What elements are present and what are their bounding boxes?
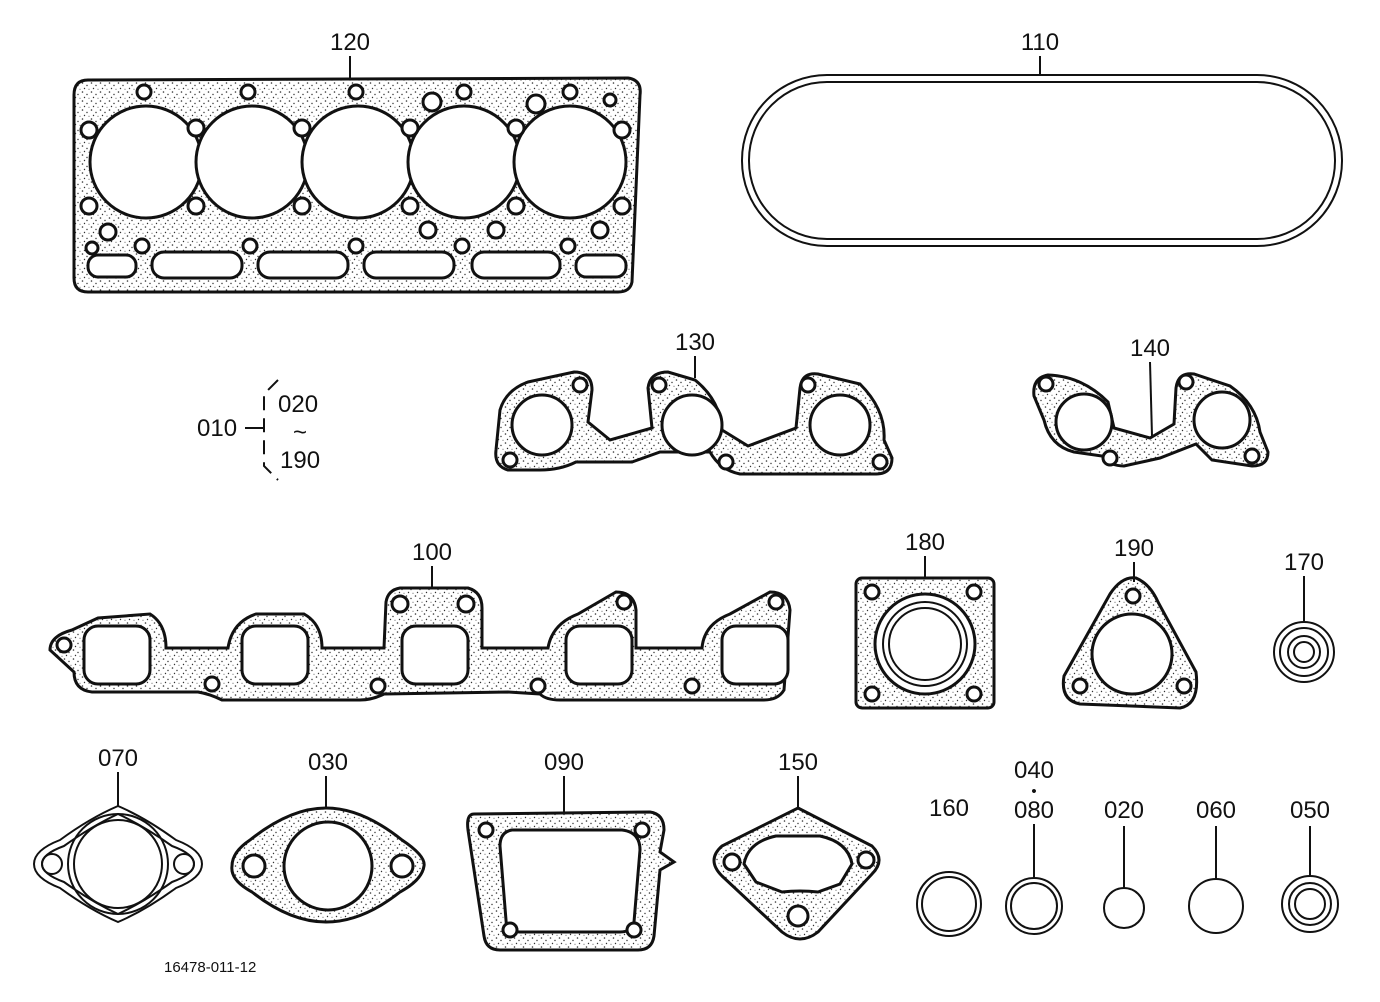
o-ring-160[interactable]	[916, 871, 982, 937]
label-040: 040	[1014, 757, 1054, 784]
label-090: 090	[544, 749, 584, 776]
label-separator-dot: •	[1031, 783, 1036, 800]
label-190-range-end: 190	[280, 447, 320, 474]
manifold-gasket-140[interactable]	[1032, 372, 1270, 468]
square-gasket-180[interactable]	[854, 576, 996, 710]
drawing-number: 16478-011-12	[164, 959, 256, 976]
label-120: 120	[330, 29, 370, 56]
label-050: 050	[1290, 797, 1330, 824]
label-140: 140	[1130, 335, 1170, 362]
label-010: 010	[197, 415, 237, 442]
label-020: 020	[1104, 797, 1144, 824]
o-ring-040-080[interactable]	[1005, 877, 1063, 935]
label-110: 110	[1021, 29, 1059, 56]
thermostat-gasket-070[interactable]	[32, 804, 204, 924]
label-180: 180	[905, 529, 945, 556]
label-080: 080	[1014, 797, 1054, 824]
label-150: 150	[778, 749, 818, 776]
label-030: 030	[308, 749, 348, 776]
oval-gasket-110[interactable]	[741, 74, 1343, 247]
label-170: 170	[1284, 549, 1324, 576]
label-190: 190	[1114, 535, 1154, 562]
label-100: 100	[412, 539, 452, 566]
label-130: 130	[675, 329, 715, 356]
cylinder-head-gasket-120[interactable]	[72, 76, 642, 294]
triangular-gasket-190[interactable]	[1061, 576, 1199, 710]
oval-flange-gasket-030[interactable]	[230, 806, 426, 924]
cover-gasket-090[interactable]	[466, 810, 677, 952]
o-ring-060[interactable]	[1188, 878, 1244, 934]
label-070: 070	[98, 745, 138, 772]
range-tilde: ~	[293, 419, 307, 446]
label-020-range-start: 020	[278, 391, 318, 418]
housing-gasket-150[interactable]	[712, 806, 881, 941]
exhaust-manifold-gasket-100[interactable]	[48, 586, 792, 702]
label-060: 060	[1196, 797, 1236, 824]
manifold-gasket-130[interactable]	[494, 370, 894, 476]
label-160: 160	[929, 795, 969, 822]
o-ring-020[interactable]	[1103, 887, 1145, 929]
seal-170[interactable]	[1273, 621, 1335, 683]
seal-ring-050[interactable]	[1281, 875, 1339, 933]
